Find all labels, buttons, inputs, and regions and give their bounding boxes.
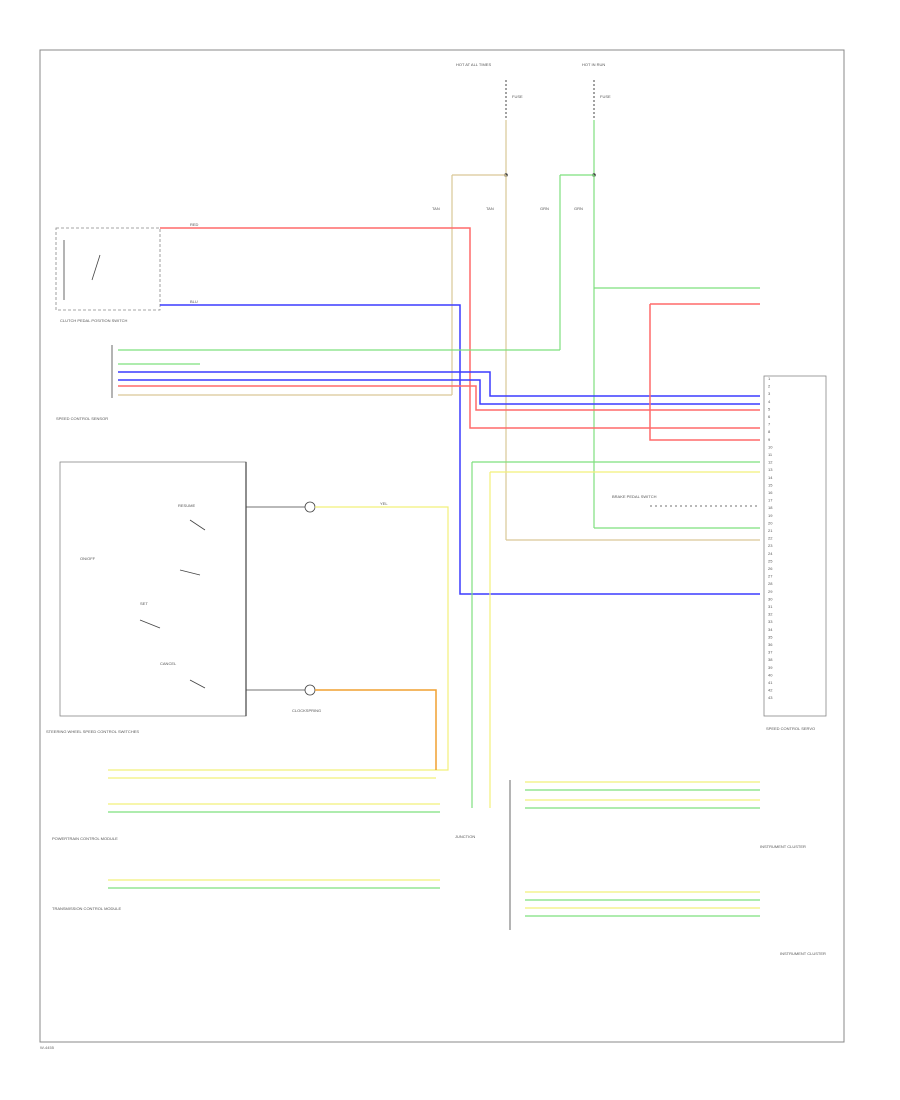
servo-pin-17: 17 xyxy=(768,498,773,503)
servo-pin-25: 25 xyxy=(768,558,773,563)
servo-pin-27: 27 xyxy=(768,574,773,579)
servo-pin-8: 8 xyxy=(768,429,771,434)
wire-label-grn-2: GRN xyxy=(574,206,583,211)
servo-pin-40: 40 xyxy=(768,672,773,677)
fuse-right-title: HOT IN RUN xyxy=(582,62,605,67)
servo-pin-10: 10 xyxy=(768,444,773,449)
pcm-label: POWERTRAIN CONTROL MODULE xyxy=(52,836,118,841)
speed-control-sensor: SPEED CONTROL SENSOR xyxy=(56,345,113,421)
fuse-left-label: FUSE xyxy=(512,94,523,99)
servo-pin-12: 12 xyxy=(768,460,773,465)
clutch-switch-label: CLUTCH PEDAL POSITION SWITCH xyxy=(60,318,128,323)
diagram-frame xyxy=(39,49,845,1043)
servo-pin-33: 33 xyxy=(768,619,773,624)
switch-cancel: CANCEL xyxy=(160,661,177,666)
servo-pin-26: 26 xyxy=(768,566,773,571)
clutch-pedal-switch: CLUTCH PEDAL POSITION SWITCH xyxy=(55,227,161,323)
servo-pin-1: 1 xyxy=(768,376,771,381)
servo-pin-42: 42 xyxy=(768,688,773,693)
cluster-label-1: INSTRUMENT CLUSTER xyxy=(760,844,806,849)
clockspring-label: CLOCKSPRING xyxy=(292,708,321,713)
steering-switch-label: STEERING WHEEL SPEED CONTROL SWITCHES xyxy=(46,729,139,734)
servo-pin-2: 2 xyxy=(768,384,771,389)
servo-pin-41: 41 xyxy=(768,680,773,685)
brake-switch: BRAKE PEDAL SWITCH xyxy=(612,494,760,507)
wire-label-grn-1: GRN xyxy=(540,206,549,211)
servo-pin-36: 36 xyxy=(768,642,773,647)
servo-pin-16: 16 xyxy=(768,490,773,495)
servo-pin-24: 24 xyxy=(768,551,773,556)
servo-pin-7: 7 xyxy=(768,422,771,427)
servo-pin-23: 23 xyxy=(768,543,773,548)
fuse-right-label: FUSE xyxy=(600,94,611,99)
servo-pin-39: 39 xyxy=(768,665,773,670)
servo-pin-4: 4 xyxy=(768,399,771,404)
servo-pin-6: 6 xyxy=(768,414,771,419)
brake-switch-label: BRAKE PEDAL SWITCH xyxy=(612,494,657,499)
wire-label-blu-1: BLU xyxy=(190,299,198,304)
servo-pin-38: 38 xyxy=(768,657,773,662)
servo-pin-14: 14 xyxy=(768,475,773,480)
servo-pin-15: 15 xyxy=(768,482,773,487)
switch-on-off: ON/OFF xyxy=(80,556,96,561)
fuse-block-right: HOT IN RUN FUSE xyxy=(582,62,611,175)
servo-pin-30: 30 xyxy=(768,596,773,601)
speed-sensor-label: SPEED CONTROL SENSOR xyxy=(56,416,108,421)
servo-pin-11: 11 xyxy=(768,452,773,457)
servo-pin-34: 34 xyxy=(768,627,773,632)
fuse-block-left: HOT AT ALL TIMES FUSE xyxy=(456,62,523,175)
servo-pin-13: 13 xyxy=(768,467,773,472)
servo-pin-22: 22 xyxy=(768,536,773,541)
diagram-code: W-4455 xyxy=(40,1045,54,1050)
servo-pin-35: 35 xyxy=(768,634,773,639)
servo-pin-21: 21 xyxy=(768,528,773,533)
wire-label-yel-1: YEL xyxy=(380,501,388,506)
servo-pin-29: 29 xyxy=(768,589,773,594)
speed-control-servo: SPEED CONTROL SERVO xyxy=(763,375,827,731)
cluster-label-2: INSTRUMENT CLUSTER xyxy=(780,951,826,956)
servo-pin-31: 31 xyxy=(768,604,773,609)
servo-pin-9: 9 xyxy=(768,437,771,442)
servo-pin-28: 28 xyxy=(768,581,773,586)
switch-resume: RESUME xyxy=(178,503,195,508)
fuse-left-title: HOT AT ALL TIMES xyxy=(456,62,491,67)
switch-set: SET xyxy=(140,601,148,606)
servo-pin-19: 19 xyxy=(768,513,773,518)
servo-pin-5: 5 xyxy=(768,406,771,411)
servo-pin-18: 18 xyxy=(768,505,773,510)
clockspring-bottom xyxy=(304,684,316,696)
wire-label-red-1: RED xyxy=(190,222,199,227)
servo-pin-43: 43 xyxy=(768,695,773,700)
wire-label-tan-2: TAN xyxy=(486,206,494,211)
steering-switch-box: RESUME ON/OFF SET CANCEL STEERING WHEEL … xyxy=(46,461,247,734)
junction-label: JUNCTION xyxy=(455,834,475,839)
servo-pin-32: 32 xyxy=(768,612,773,617)
servo-pin-3: 3 xyxy=(768,391,771,396)
servo-pin-20: 20 xyxy=(768,520,773,525)
tcm-label: TRANSMISSION CONTROL MODULE xyxy=(52,906,122,911)
servo-label: SPEED CONTROL SERVO xyxy=(766,726,815,731)
servo-pin-37: 37 xyxy=(768,650,773,655)
wire-label-tan-1: TAN xyxy=(432,206,440,211)
clockspring-top xyxy=(304,501,316,513)
